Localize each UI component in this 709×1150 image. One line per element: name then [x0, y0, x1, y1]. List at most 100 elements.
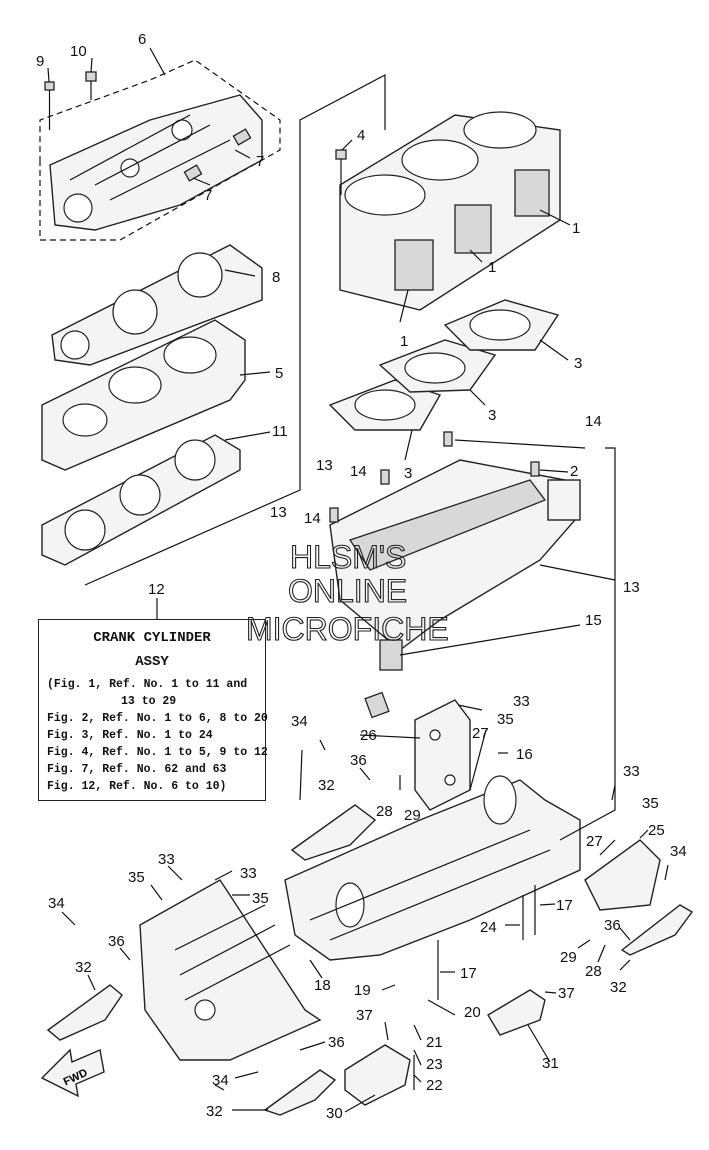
label-27: 27	[472, 725, 489, 742]
label-17: 17	[460, 965, 477, 982]
assembly-note-box: CRANK CYLINDER ASSY (Fig. 1, Ref. No. 1 …	[38, 619, 268, 801]
bolt-9	[44, 81, 55, 130]
label-14: 14	[350, 463, 367, 480]
front-cover	[139, 879, 322, 1061]
label-31: 31	[542, 1055, 559, 1072]
label-35: 35	[497, 711, 514, 728]
bolt-4	[335, 149, 347, 195]
damper-32-upper	[290, 804, 377, 861]
label-33: 33	[240, 865, 257, 882]
label-3: 3	[404, 465, 412, 482]
mount-31	[487, 989, 546, 1036]
label-2: 2	[570, 463, 578, 480]
label-6: 6	[138, 31, 146, 48]
label-1: 1	[488, 259, 496, 276]
label-18: 18	[314, 977, 331, 994]
label-5: 5	[275, 365, 283, 382]
label-23: 23	[426, 1056, 443, 1073]
label-10: 10	[70, 43, 87, 60]
part-labels: 9 10 6 7 7 4 1 1 1 8 5 11 3 3 3 14 2 13 …	[36, 31, 687, 1122]
bolt-10	[85, 71, 97, 100]
label-34: 34	[48, 895, 65, 912]
label-12: 12	[148, 581, 165, 598]
label-34: 34	[670, 843, 687, 860]
note-row: Fig. 2, Ref. No. 1 to 6, 8 to 20	[47, 712, 268, 725]
label-1: 1	[572, 220, 580, 237]
note-subtitle: ASSY	[135, 654, 169, 670]
label-30: 30	[326, 1105, 343, 1122]
note-row: Fig. 12, Ref. No. 6 to 10)	[47, 780, 227, 793]
label-22: 22	[426, 1077, 443, 1094]
damper-32-right	[620, 904, 694, 956]
label-11: 11	[272, 423, 288, 440]
label-14: 14	[304, 510, 321, 527]
head-gasket-8	[51, 244, 263, 366]
label-33: 33	[623, 763, 640, 780]
label-25: 25	[648, 822, 665, 839]
label-7: 7	[256, 153, 264, 170]
label-27: 27	[586, 833, 603, 850]
label-20: 20	[464, 1004, 481, 1021]
label-3: 3	[488, 407, 496, 424]
label-15: 15	[585, 612, 602, 629]
mount-30	[344, 1044, 411, 1106]
label-32: 32	[318, 777, 335, 794]
label-28: 28	[376, 803, 393, 820]
head-gasket-11	[41, 434, 241, 566]
label-13: 13	[623, 579, 640, 596]
label-37: 37	[356, 1007, 373, 1024]
note-row: Fig. 7, Ref. No. 62 and 63	[47, 763, 227, 776]
label-36: 36	[108, 933, 125, 950]
note-row: Fig. 3, Ref. No. 1 to 24	[47, 729, 213, 742]
label-14: 14	[585, 413, 602, 430]
label-13: 13	[316, 457, 333, 474]
label-17: 17	[556, 897, 573, 914]
mount-bracket-25	[584, 839, 661, 911]
label-1: 1	[400, 333, 408, 350]
label-29: 29	[560, 949, 577, 966]
damper-32-left	[46, 984, 123, 1041]
note-row: 13 to 29	[121, 695, 177, 708]
fwd-arrow-icon	[40, 1048, 105, 1098]
label-19: 19	[354, 982, 371, 999]
damper-32-bottom	[263, 1069, 337, 1116]
label-21: 21	[426, 1034, 443, 1051]
dowel-2	[530, 461, 540, 477]
label-36: 36	[350, 752, 367, 769]
label-29: 29	[404, 807, 421, 824]
leader-lines	[47, 47, 669, 1113]
label-36: 36	[604, 917, 621, 934]
dowel-14-low	[329, 507, 339, 523]
cylinder-head-cover-group	[39, 59, 281, 241]
label-8: 8	[272, 269, 280, 286]
label-34: 34	[291, 713, 308, 730]
label-35: 35	[252, 890, 269, 907]
label-28: 28	[585, 963, 602, 980]
note-row: Fig. 4, Ref. No. 1 to 5, 9 to 12	[47, 746, 268, 759]
bearing-15	[364, 691, 390, 719]
label-35: 35	[128, 869, 145, 886]
label-7: 7	[204, 187, 212, 204]
note-row: (Fig. 1, Ref. No. 1 to 11 and	[47, 678, 248, 691]
upper-crankcase-13	[329, 459, 581, 671]
label-34: 34	[212, 1072, 229, 1089]
lower-crankcase	[284, 775, 581, 961]
label-35: 35	[642, 795, 659, 812]
mount-bracket-26	[414, 699, 471, 811]
label-13: 13	[270, 504, 287, 521]
cylinders-1	[339, 111, 561, 311]
label-32: 32	[610, 979, 627, 996]
label-4: 4	[357, 127, 365, 144]
label-9: 9	[36, 53, 44, 70]
dowel-14-top	[443, 431, 453, 447]
label-16: 16	[516, 746, 533, 763]
label-24: 24	[480, 919, 497, 936]
note-title: CRANK CYLINDER	[93, 630, 211, 646]
cylinder-base-gaskets-3	[328, 299, 560, 431]
label-26: 26	[360, 727, 377, 744]
label-33: 33	[158, 851, 175, 868]
label-33: 33	[513, 693, 530, 710]
label-3: 3	[574, 355, 582, 372]
dowel-14-mid	[380, 469, 390, 485]
